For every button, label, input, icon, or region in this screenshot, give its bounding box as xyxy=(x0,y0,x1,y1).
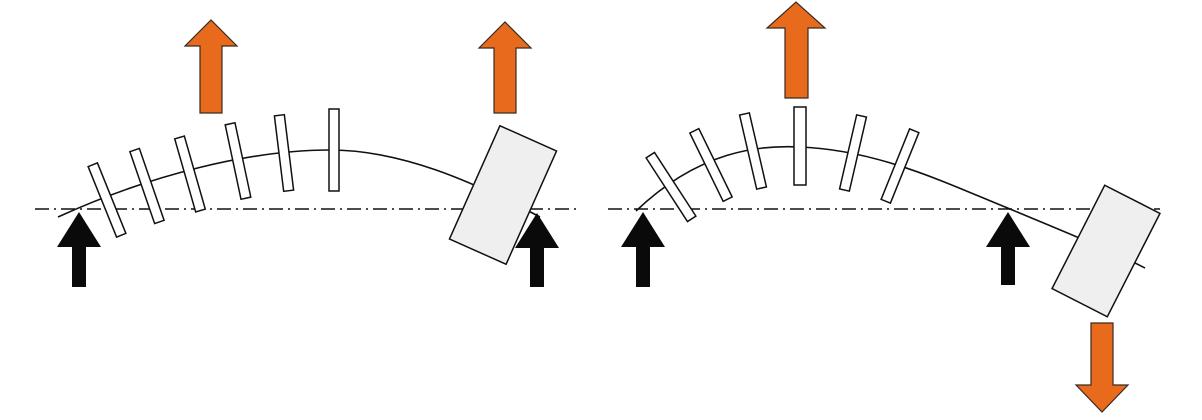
right-segment-2 xyxy=(688,127,734,203)
right-support-arrow-2 xyxy=(986,212,1030,285)
left-force-arrow-2 xyxy=(477,21,533,114)
left-segment-3 xyxy=(173,135,207,213)
left-segment-5 xyxy=(273,113,295,193)
left-segments xyxy=(87,108,340,239)
left-segment-6 xyxy=(328,108,340,192)
right-force-arrow-2 xyxy=(1074,322,1130,413)
left-segment-1 xyxy=(87,161,127,239)
left-force-arrow-1 xyxy=(183,19,239,114)
right-panel xyxy=(608,1,1161,413)
right-segment-1 xyxy=(645,151,697,223)
right-segment-4 xyxy=(793,106,807,186)
left-support-arrow-1 xyxy=(57,212,101,287)
right-segment-5 xyxy=(838,113,868,193)
left-segment-4 xyxy=(224,121,252,201)
right-gray-plate xyxy=(1051,184,1161,318)
right-support-arrow-1 xyxy=(621,212,665,287)
right-segment-6 xyxy=(880,127,920,205)
left-gray-plate xyxy=(448,124,558,266)
left-panel xyxy=(35,19,578,287)
right-segments xyxy=(645,106,920,223)
right-segment-3 xyxy=(738,111,768,191)
left-support-arrow-2 xyxy=(515,213,559,287)
right-force-arrow-1 xyxy=(765,1,827,99)
left-segment-2 xyxy=(128,147,166,225)
